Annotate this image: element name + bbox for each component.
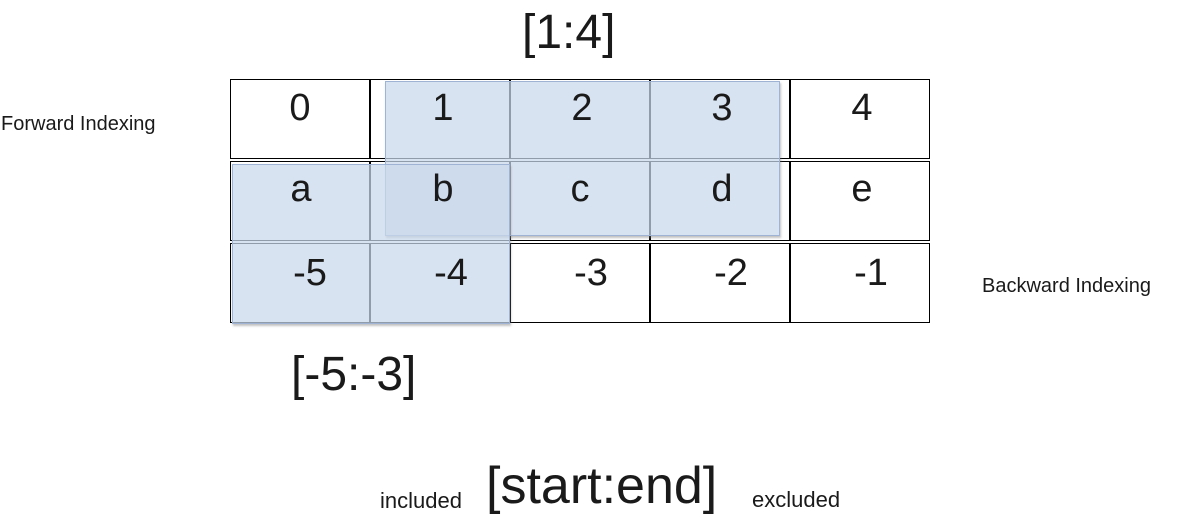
backward-index-text: -2 xyxy=(714,252,748,294)
forward-slice-label: [1:4] xyxy=(522,6,616,59)
legend-syntax: [start:end] xyxy=(486,457,718,515)
character-text: a xyxy=(290,168,312,210)
forward-index-text: 0 xyxy=(289,87,311,129)
character-text: c xyxy=(570,168,590,210)
forward-index-text: 3 xyxy=(711,87,733,129)
forward-indexing-label: Forward Indexing xyxy=(1,113,156,135)
backward-indexing-label: Backward Indexing xyxy=(982,275,1151,297)
backward-slice-highlight xyxy=(232,164,510,324)
forward-index-text: 2 xyxy=(571,87,593,129)
character-text: e xyxy=(851,168,873,210)
forward-index-text: 4 xyxy=(851,87,873,129)
character-text: b xyxy=(432,168,454,210)
character-text: d xyxy=(711,168,733,210)
legend-excluded-label: excluded xyxy=(752,487,841,512)
character-cell xyxy=(790,161,930,241)
backward-index-cell xyxy=(510,243,650,323)
backward-index-text: -5 xyxy=(293,252,327,294)
backward-index-cell xyxy=(790,243,930,323)
backward-index-text: -4 xyxy=(434,252,468,294)
forward-index-cell xyxy=(790,79,930,159)
legend-included-label: included xyxy=(380,488,462,513)
backward-slice-label: [-5:-3] xyxy=(291,348,417,401)
backward-index-text: -3 xyxy=(574,252,608,294)
backward-index-text: -1 xyxy=(854,252,888,294)
backward-index-cell xyxy=(650,243,790,323)
forward-index-text: 1 xyxy=(432,87,454,129)
forward-index-cell xyxy=(230,79,370,159)
